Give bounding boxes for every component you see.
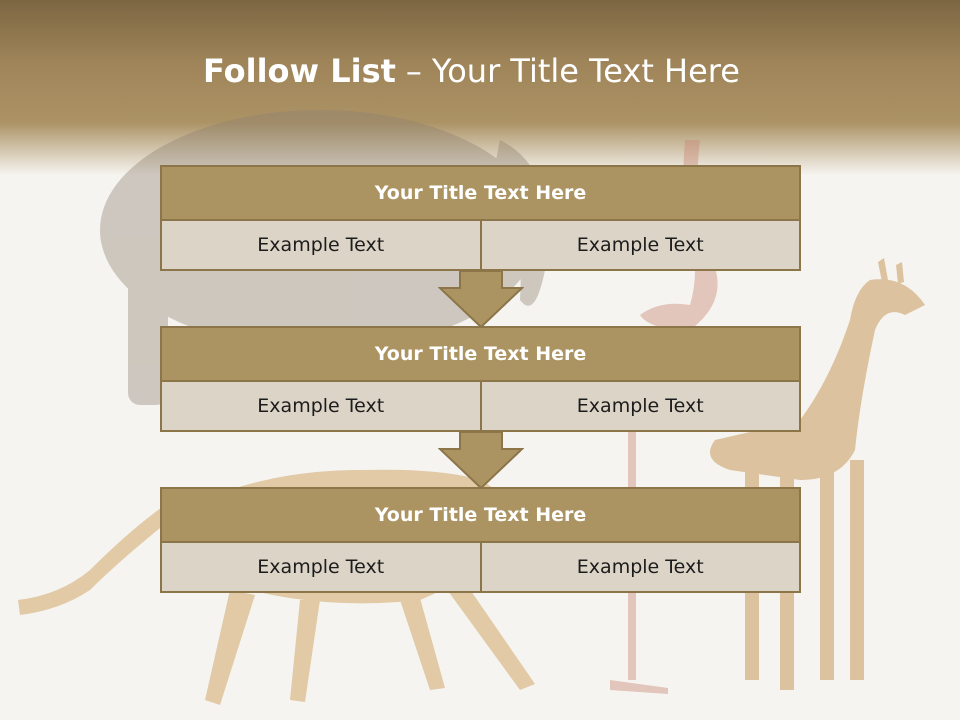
- header-band: [0, 0, 960, 175]
- list-block-3: Your Title Text Here Example Text Exampl…: [160, 487, 801, 593]
- block-row: Example Text Example Text: [160, 382, 801, 432]
- block-row: Example Text Example Text: [160, 543, 801, 593]
- block-cell-right: Example Text: [481, 221, 801, 271]
- slide-title-dash: –: [405, 52, 422, 90]
- slide-title-rest: Your Title Text Here: [431, 52, 740, 90]
- block-row: Example Text Example Text: [160, 221, 801, 271]
- list-block-1: Your Title Text Here Example Text Exampl…: [160, 165, 801, 271]
- block-cell-left: Example Text: [160, 382, 482, 432]
- slide-title-bold: Follow List: [203, 52, 396, 90]
- down-arrow-icon: [438, 432, 524, 490]
- block-title: Your Title Text Here: [160, 326, 801, 382]
- slide-title: Follow List–Your Title Text Here: [0, 52, 943, 90]
- down-arrow-icon: [438, 271, 524, 329]
- giraffe-silhouette: [710, 258, 925, 690]
- block-cell-right: Example Text: [481, 382, 801, 432]
- block-title: Your Title Text Here: [160, 487, 801, 543]
- block-cell-left: Example Text: [160, 221, 482, 271]
- block-title: Your Title Text Here: [160, 165, 801, 221]
- list-block-2: Your Title Text Here Example Text Exampl…: [160, 326, 801, 432]
- block-cell-right: Example Text: [481, 543, 801, 593]
- block-cell-left: Example Text: [160, 543, 482, 593]
